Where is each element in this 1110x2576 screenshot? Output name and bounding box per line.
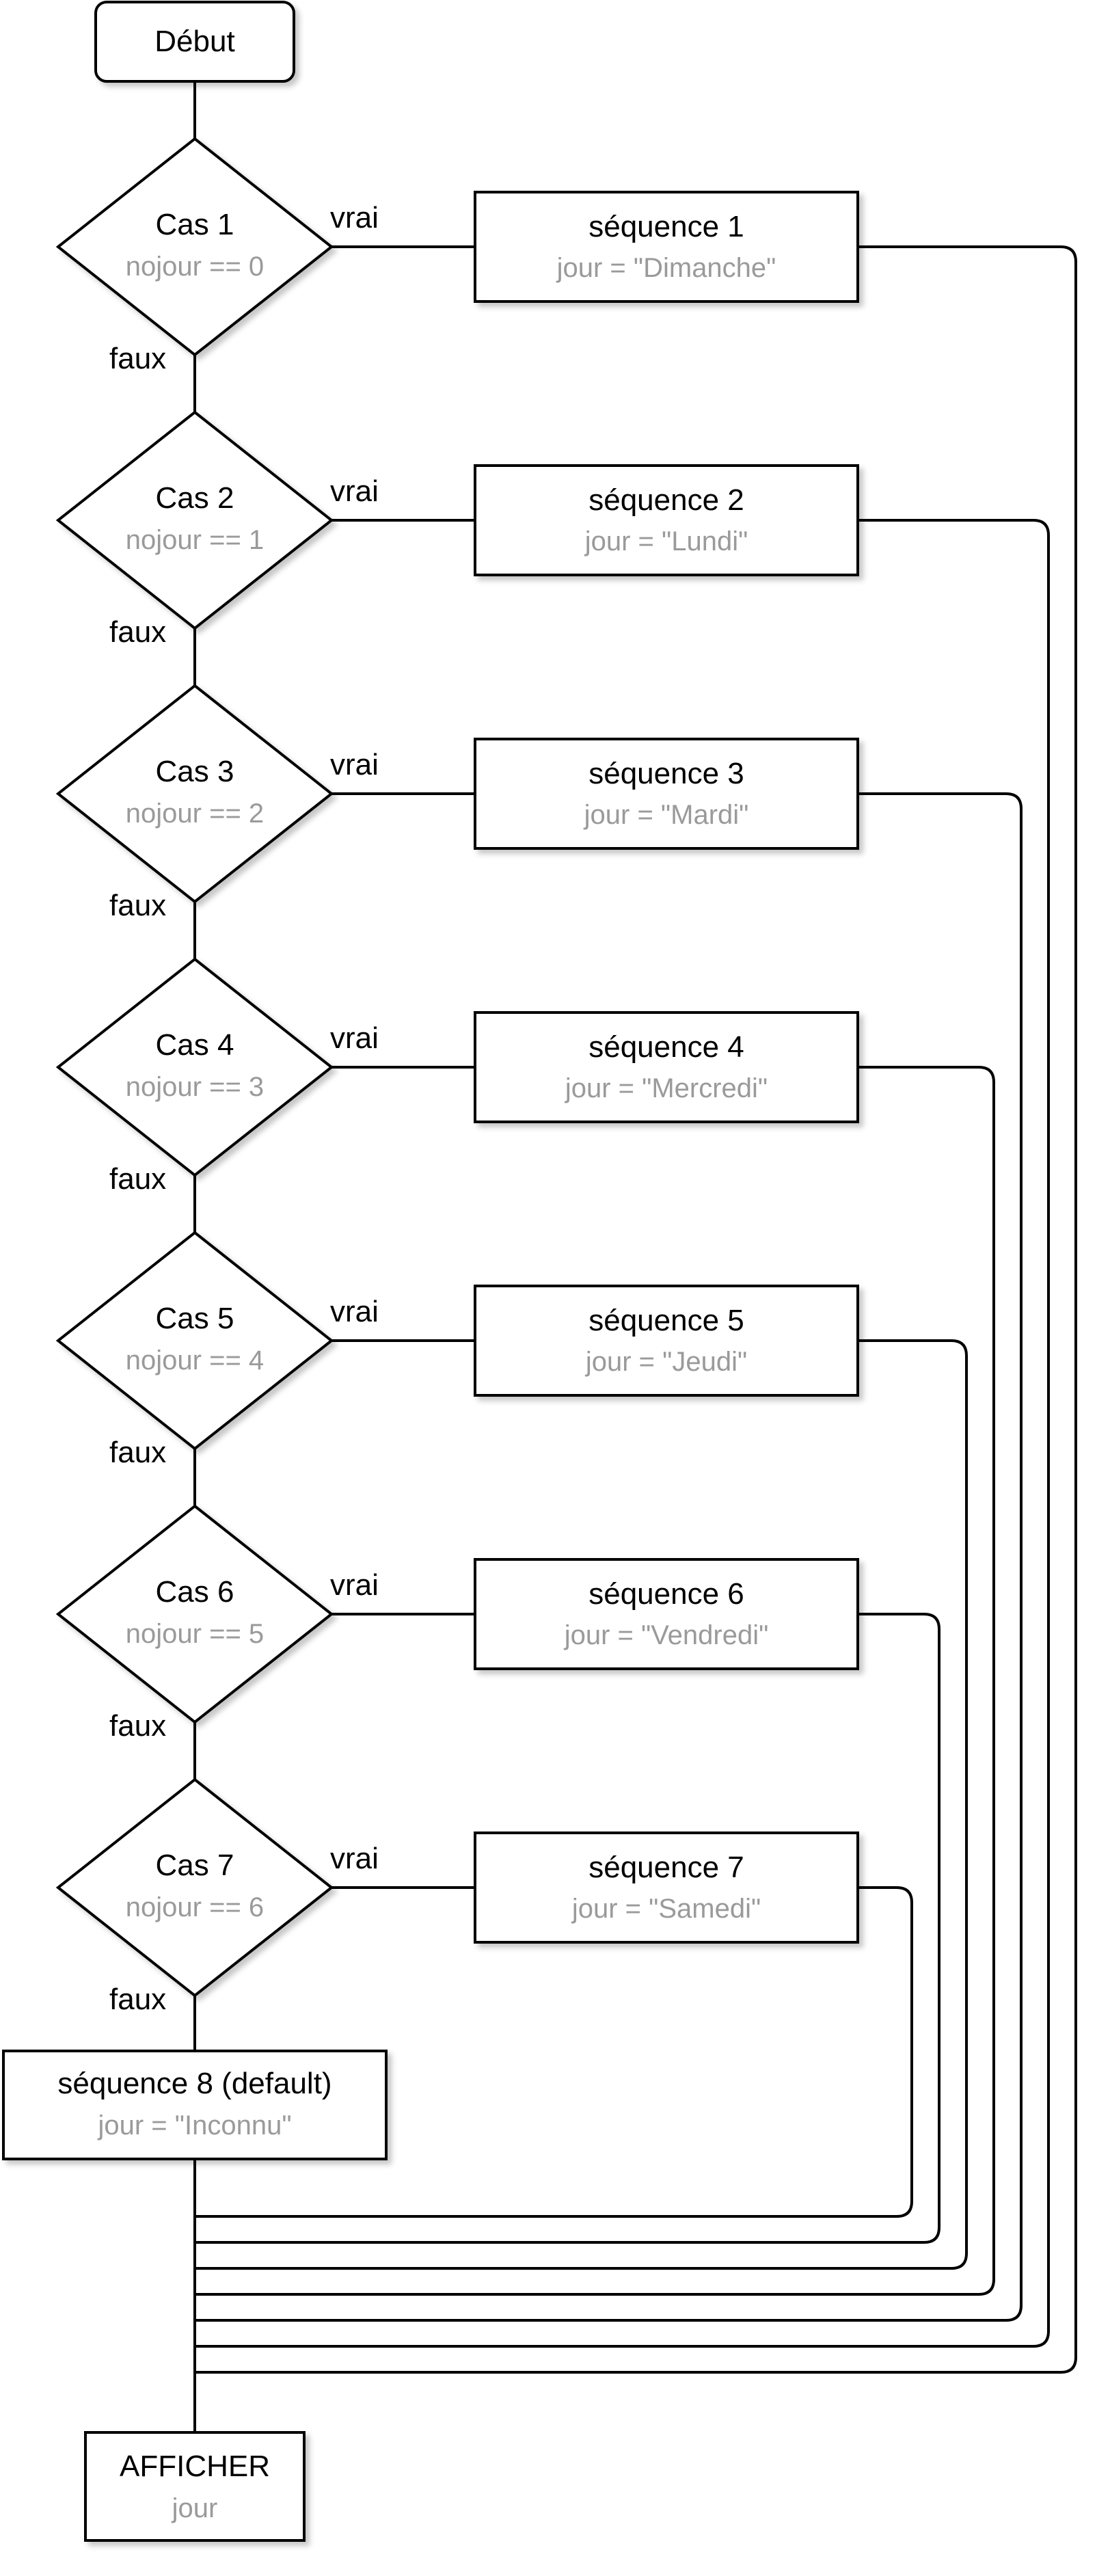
true-edge-label: vrai <box>330 748 379 781</box>
case-condition: nojour == 5 <box>126 1619 264 1649</box>
connector-lines <box>193 81 1077 2432</box>
sequence-box-7: séquence 7 jour = "Samedi" <box>474 1832 859 1944</box>
sequence-assignment: jour = "Mardi" <box>584 800 749 830</box>
case-condition: nojour == 3 <box>126 1072 264 1102</box>
case-label: Cas 2 <box>156 481 234 515</box>
sequence-assignment: jour = "Lundi" <box>584 526 748 556</box>
output-box: AFFICHER jour <box>84 2431 306 2542</box>
case-label: Cas 7 <box>156 1849 234 1882</box>
default-sequence-box: séquence 8 (default) jour = "Inconnu" <box>2 2050 388 2160</box>
case-condition: nojour == 0 <box>126 252 264 282</box>
true-edge-label: vrai <box>330 201 379 234</box>
return-line-4 <box>195 1066 995 2296</box>
return-line-7 <box>195 1886 913 2218</box>
return-line-2 <box>195 519 1050 2348</box>
sequence-label: séquence 2 <box>588 483 744 517</box>
start-label: Début <box>154 25 234 58</box>
sequence-label: séquence 6 <box>588 1577 744 1611</box>
sequence-label: séquence 4 <box>588 1030 744 1064</box>
return-line-5 <box>195 1339 968 2270</box>
sequence-label: séquence 3 <box>588 757 744 790</box>
true-edge-label: vrai <box>330 1021 379 1055</box>
default-assignment: jour = "Inconnu" <box>97 2110 291 2141</box>
case-condition: nojour == 1 <box>126 525 264 555</box>
decision-case-5: Cas 5 nojour == 4 <box>55 1231 334 1451</box>
sequence-assignment: jour = "Vendredi" <box>564 1620 769 1650</box>
sequence-box-2: séquence 2 jour = "Lundi" <box>474 464 859 576</box>
false-edge-label: faux <box>109 1983 166 2016</box>
sequence-assignment: jour = "Dimanche" <box>556 253 776 283</box>
return-line-6 <box>195 1613 940 2244</box>
output-label: AFFICHER <box>120 2450 270 2483</box>
case-label: Cas 3 <box>156 755 234 788</box>
false-edge-label: faux <box>109 889 166 922</box>
return-line-1 <box>195 245 1077 2374</box>
default-sequence-label: séquence 8 (default) <box>57 2067 331 2100</box>
sequence-label: séquence 5 <box>588 1304 744 1337</box>
sequence-box-5: séquence 5 jour = "Jeudi" <box>474 1285 859 1397</box>
sequence-label: séquence 1 <box>588 210 744 243</box>
decision-case-1: Cas 1 nojour == 0 <box>55 137 334 357</box>
output-value: jour <box>172 2493 218 2523</box>
true-edge-label: vrai <box>330 1842 379 1875</box>
case-condition: nojour == 6 <box>126 1892 264 1922</box>
decision-case-4: Cas 4 nojour == 3 <box>55 957 334 1177</box>
case-label: Cas 1 <box>156 208 234 241</box>
decision-case-7: Cas 7 nojour == 6 <box>55 1777 334 1998</box>
start-node: Début <box>94 1 295 83</box>
sequence-assignment: jour = "Jeudi" <box>585 1347 747 1377</box>
case-label: Cas 5 <box>156 1302 234 1335</box>
false-edge-label: faux <box>109 342 166 375</box>
sequence-box-1: séquence 1 jour = "Dimanche" <box>474 191 859 303</box>
case-condition: nojour == 4 <box>126 1345 264 1376</box>
true-edge-label: vrai <box>330 1295 379 1328</box>
decision-case-6: Cas 6 nojour == 5 <box>55 1504 334 1724</box>
decision-case-2: Cas 2 nojour == 1 <box>55 410 334 630</box>
sequence-label: séquence 7 <box>588 1851 744 1884</box>
sequence-assignment: jour = "Mercredi" <box>565 1073 768 1103</box>
true-edge-label: vrai <box>330 1568 379 1602</box>
sequence-box-6: séquence 6 jour = "Vendredi" <box>474 1558 859 1670</box>
sequence-box-4: séquence 4 jour = "Mercredi" <box>474 1011 859 1123</box>
case-label: Cas 6 <box>156 1575 234 1609</box>
true-edge-label: vrai <box>330 474 379 508</box>
case-label: Cas 4 <box>156 1028 234 1062</box>
decision-case-3: Cas 3 nojour == 2 <box>55 684 334 904</box>
false-edge-label: faux <box>109 1162 166 1196</box>
return-line-3 <box>195 792 1023 2322</box>
false-edge-label: faux <box>109 1436 166 1469</box>
sequence-box-3: séquence 3 jour = "Mardi" <box>474 738 859 850</box>
false-edge-label: faux <box>109 615 166 649</box>
case-condition: nojour == 2 <box>126 799 264 829</box>
false-edge-label: faux <box>109 1709 166 1743</box>
sequence-assignment: jour = "Samedi" <box>571 1894 761 1924</box>
